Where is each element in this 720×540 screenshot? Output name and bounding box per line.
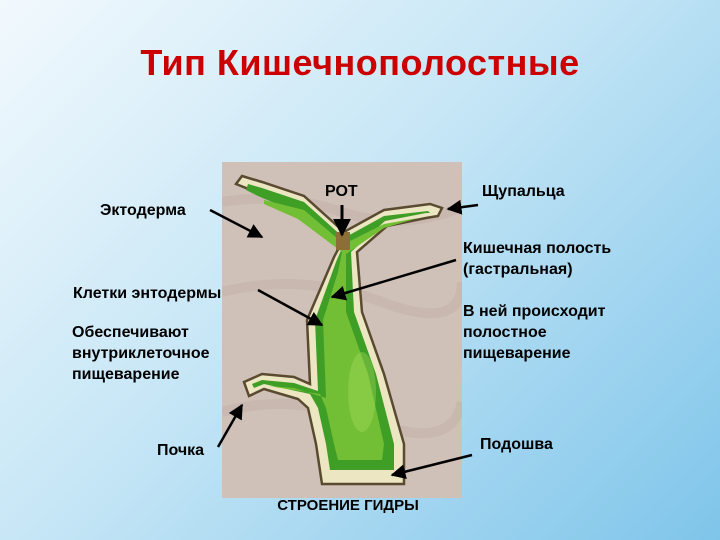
- tentacles-label: Щупальца: [482, 183, 565, 200]
- endoderm-arrow: [257, 288, 324, 327]
- tentacles-arrow: [446, 199, 479, 215]
- cavity-note-line-2: полостное: [463, 324, 547, 341]
- cavity-label-line-1: Кишечная полость: [463, 240, 612, 257]
- cavity-note-line-1: В ней происходит: [463, 303, 606, 320]
- endoderm-note-line-3: пищеварение: [72, 366, 180, 383]
- mouth-label: РОТ: [325, 183, 358, 200]
- ectoderm-label: Эктодерма: [100, 202, 186, 219]
- cavity-note: В ней происходит полостное пищеварение: [463, 301, 605, 364]
- cavity-note-line-3: пищеварение: [463, 345, 571, 362]
- slide-title: Тип Кишечнополостные: [140, 42, 580, 83]
- figure-caption: СТРОЕНИЕ ГИДРЫ: [277, 497, 419, 514]
- endoderm-note-line-2: внутриклеточное: [72, 345, 210, 362]
- cavity-arrow: [330, 258, 457, 301]
- gastral-cavity: [264, 200, 418, 460]
- bud-label: Почка: [157, 442, 205, 459]
- cavity-highlight: [348, 352, 376, 432]
- sole-arrow: [390, 453, 473, 480]
- sole-label: Подошва: [480, 436, 553, 453]
- endoderm-note-line-1: Обеспечивают: [72, 324, 189, 341]
- cavity-label-line-2: (гастральная): [463, 261, 573, 278]
- endoderm-cells-label: Клетки энтодермы: [73, 285, 222, 302]
- ectoderm-arrow: [209, 208, 264, 239]
- endoderm-note: Обеспечивают внутриклеточное пищеварение: [72, 322, 210, 385]
- bud-arrow: [216, 403, 244, 448]
- cavity-label: Кишечная полость (гастральная): [463, 238, 611, 280]
